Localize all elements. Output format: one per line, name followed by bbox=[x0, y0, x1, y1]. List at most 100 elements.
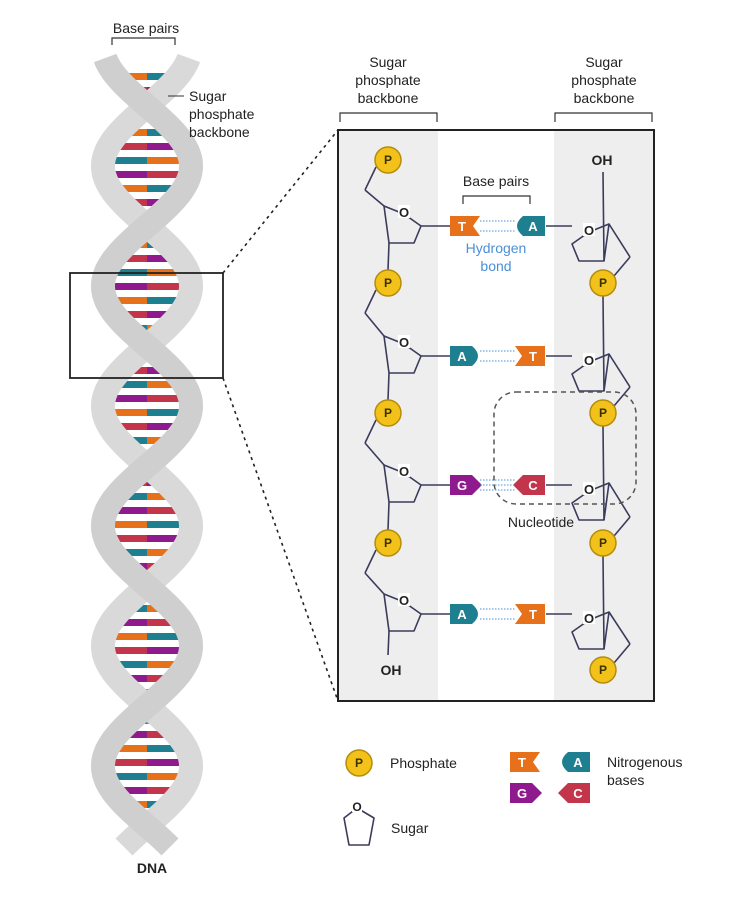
phosphate: P bbox=[589, 269, 617, 297]
base-A: A bbox=[517, 216, 545, 236]
svg-text:P: P bbox=[599, 663, 607, 677]
svg-text:T: T bbox=[529, 349, 537, 364]
nucleotide-label: Nucleotide bbox=[508, 514, 574, 530]
helix-base-segment bbox=[111, 521, 147, 528]
helix-base-segment bbox=[111, 157, 147, 164]
helix-base-segment bbox=[147, 549, 174, 556]
svg-text:P: P bbox=[384, 276, 392, 290]
legend-sugar: O Sugar bbox=[343, 800, 429, 846]
base-A: A bbox=[450, 346, 478, 366]
svg-text:C: C bbox=[528, 478, 538, 493]
zoom-box bbox=[69, 272, 224, 379]
helix-base-segment bbox=[147, 675, 169, 682]
backbone-left-line-1: Sugar bbox=[369, 54, 407, 70]
helix-base-pairs-bracket: Base pairs bbox=[111, 20, 179, 45]
sugar-ring: O bbox=[383, 464, 422, 503]
svg-text:A: A bbox=[457, 607, 467, 622]
helix-base-segment bbox=[116, 423, 147, 430]
zoom-connector-top bbox=[222, 129, 339, 274]
helix-base-segment bbox=[111, 647, 147, 654]
base-T: T bbox=[510, 752, 540, 772]
helix-base-segment bbox=[147, 297, 181, 304]
oh-bottom-label: OH bbox=[381, 662, 402, 678]
hydrogen-bond-label-2: bond bbox=[480, 258, 511, 274]
dna-label: DNA bbox=[137, 860, 167, 876]
helix-base-segment bbox=[147, 381, 176, 388]
svg-text:G: G bbox=[457, 478, 467, 493]
legend-phosphate-label: Phosphate bbox=[390, 755, 457, 771]
base-C: C bbox=[513, 475, 545, 495]
helix-base-segment bbox=[147, 773, 182, 780]
helix-base-segment bbox=[147, 157, 183, 164]
phosphate: P bbox=[374, 269, 402, 297]
nucleotide-region: Nucleotide bbox=[493, 391, 637, 530]
svg-text:O: O bbox=[399, 593, 409, 608]
svg-text:O: O bbox=[584, 482, 594, 497]
helix-base-segment bbox=[125, 675, 147, 682]
base-G: G bbox=[450, 475, 482, 495]
legend-phosphate-letter: P bbox=[355, 756, 363, 770]
helix-base-segment bbox=[147, 143, 178, 150]
helix-base-segment bbox=[147, 535, 181, 542]
helix-base-segment bbox=[119, 619, 147, 626]
helix-base-segment bbox=[115, 661, 147, 668]
helix-backbone-label-2: phosphate bbox=[189, 106, 255, 122]
legend-phosphate: P Phosphate bbox=[345, 749, 457, 777]
helix-base-segment bbox=[127, 129, 147, 136]
sugar-ring: O bbox=[383, 205, 422, 244]
helix-base-segment bbox=[122, 255, 147, 262]
helix-base-segment bbox=[123, 73, 147, 80]
oh-top-label: OH bbox=[592, 152, 613, 168]
helix-base-segment bbox=[111, 171, 147, 178]
helix-base-segment bbox=[147, 395, 183, 402]
helix-backbone-label-3: backbone bbox=[189, 124, 250, 140]
helix-base-segment bbox=[147, 423, 178, 430]
svg-text:O: O bbox=[399, 464, 409, 479]
svg-text:A: A bbox=[457, 349, 467, 364]
helix-base-segment bbox=[147, 437, 167, 444]
hydrogen-bond-label-1: Hydrogen bbox=[466, 240, 527, 256]
svg-text:A: A bbox=[573, 755, 583, 770]
helix-base-segment bbox=[129, 367, 147, 374]
legend-sugar-o: O bbox=[352, 800, 361, 814]
helix-base-segment bbox=[119, 787, 147, 794]
backbone-label-left: Sugar phosphate backbone bbox=[339, 54, 438, 122]
helix-strand-b bbox=[90, 53, 204, 856]
svg-text:T: T bbox=[518, 755, 526, 770]
helix-base-segment bbox=[112, 773, 147, 780]
svg-text:P: P bbox=[599, 536, 607, 550]
helix-base-segment bbox=[147, 311, 172, 318]
svg-text:P: P bbox=[599, 406, 607, 420]
dna-helix bbox=[90, 53, 204, 856]
svg-text:O: O bbox=[584, 353, 594, 368]
phosphate: P bbox=[589, 399, 617, 427]
phosphate: P bbox=[374, 399, 402, 427]
helix-strand-a bbox=[90, 53, 204, 856]
helix-base-segment bbox=[127, 437, 147, 444]
helix-base-pairs-label: Base pairs bbox=[113, 20, 179, 36]
svg-text:G: G bbox=[517, 786, 527, 801]
helix-base-segment bbox=[116, 143, 147, 150]
helix-base-segment bbox=[147, 745, 179, 752]
base-T: T bbox=[515, 346, 545, 366]
helix-base-segment bbox=[118, 185, 147, 192]
svg-text:T: T bbox=[458, 219, 466, 234]
helix-base-segment bbox=[147, 731, 169, 738]
backbone-right-line-1: Sugar bbox=[585, 54, 623, 70]
svg-text:O: O bbox=[399, 335, 409, 350]
helix-base-segment bbox=[113, 535, 147, 542]
helix-base-segment bbox=[125, 731, 147, 738]
helix-base-segment bbox=[147, 787, 175, 794]
helix-base-segment bbox=[120, 549, 147, 556]
helix-base-segment bbox=[111, 759, 147, 766]
helix-base-segment bbox=[147, 521, 183, 528]
base-T: T bbox=[515, 604, 545, 624]
legend-nitrogenous-label-2: bases bbox=[607, 772, 644, 788]
base-G: G bbox=[510, 783, 542, 803]
